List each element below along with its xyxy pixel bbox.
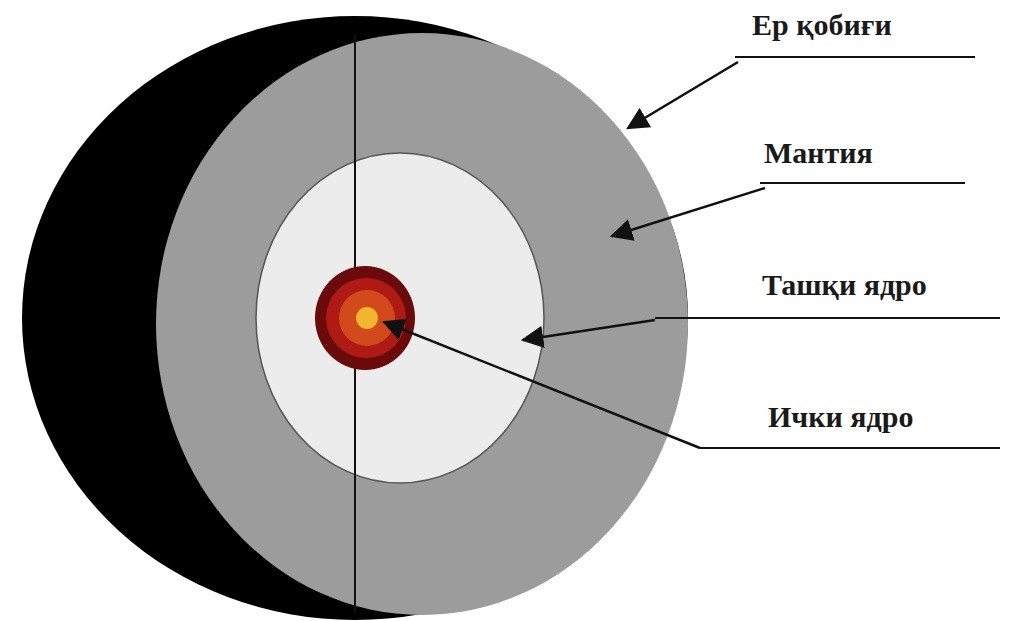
layer-label: Ташқи ядро bbox=[762, 268, 927, 301]
inner-core-center bbox=[356, 307, 378, 329]
layer-label: Мантия bbox=[764, 136, 873, 169]
inner-core-shell bbox=[326, 278, 406, 358]
label-underline bbox=[735, 56, 975, 58]
leader-arrow bbox=[628, 62, 738, 128]
earth-shadow bbox=[22, 16, 688, 620]
outer-core bbox=[256, 153, 544, 483]
inner-core-ring bbox=[339, 290, 395, 346]
layer-label: Ички ядро bbox=[768, 400, 913, 433]
leader-arrow bbox=[384, 322, 700, 448]
leader-arrow bbox=[523, 320, 655, 340]
core-rim bbox=[315, 266, 415, 370]
label-underline bbox=[760, 182, 965, 184]
layer-label: Ер қобиғи bbox=[752, 8, 892, 41]
leader-arrow bbox=[612, 188, 765, 236]
mantle-layer bbox=[156, 33, 688, 615]
label-underline bbox=[700, 447, 1000, 449]
label-underline bbox=[655, 317, 1000, 319]
